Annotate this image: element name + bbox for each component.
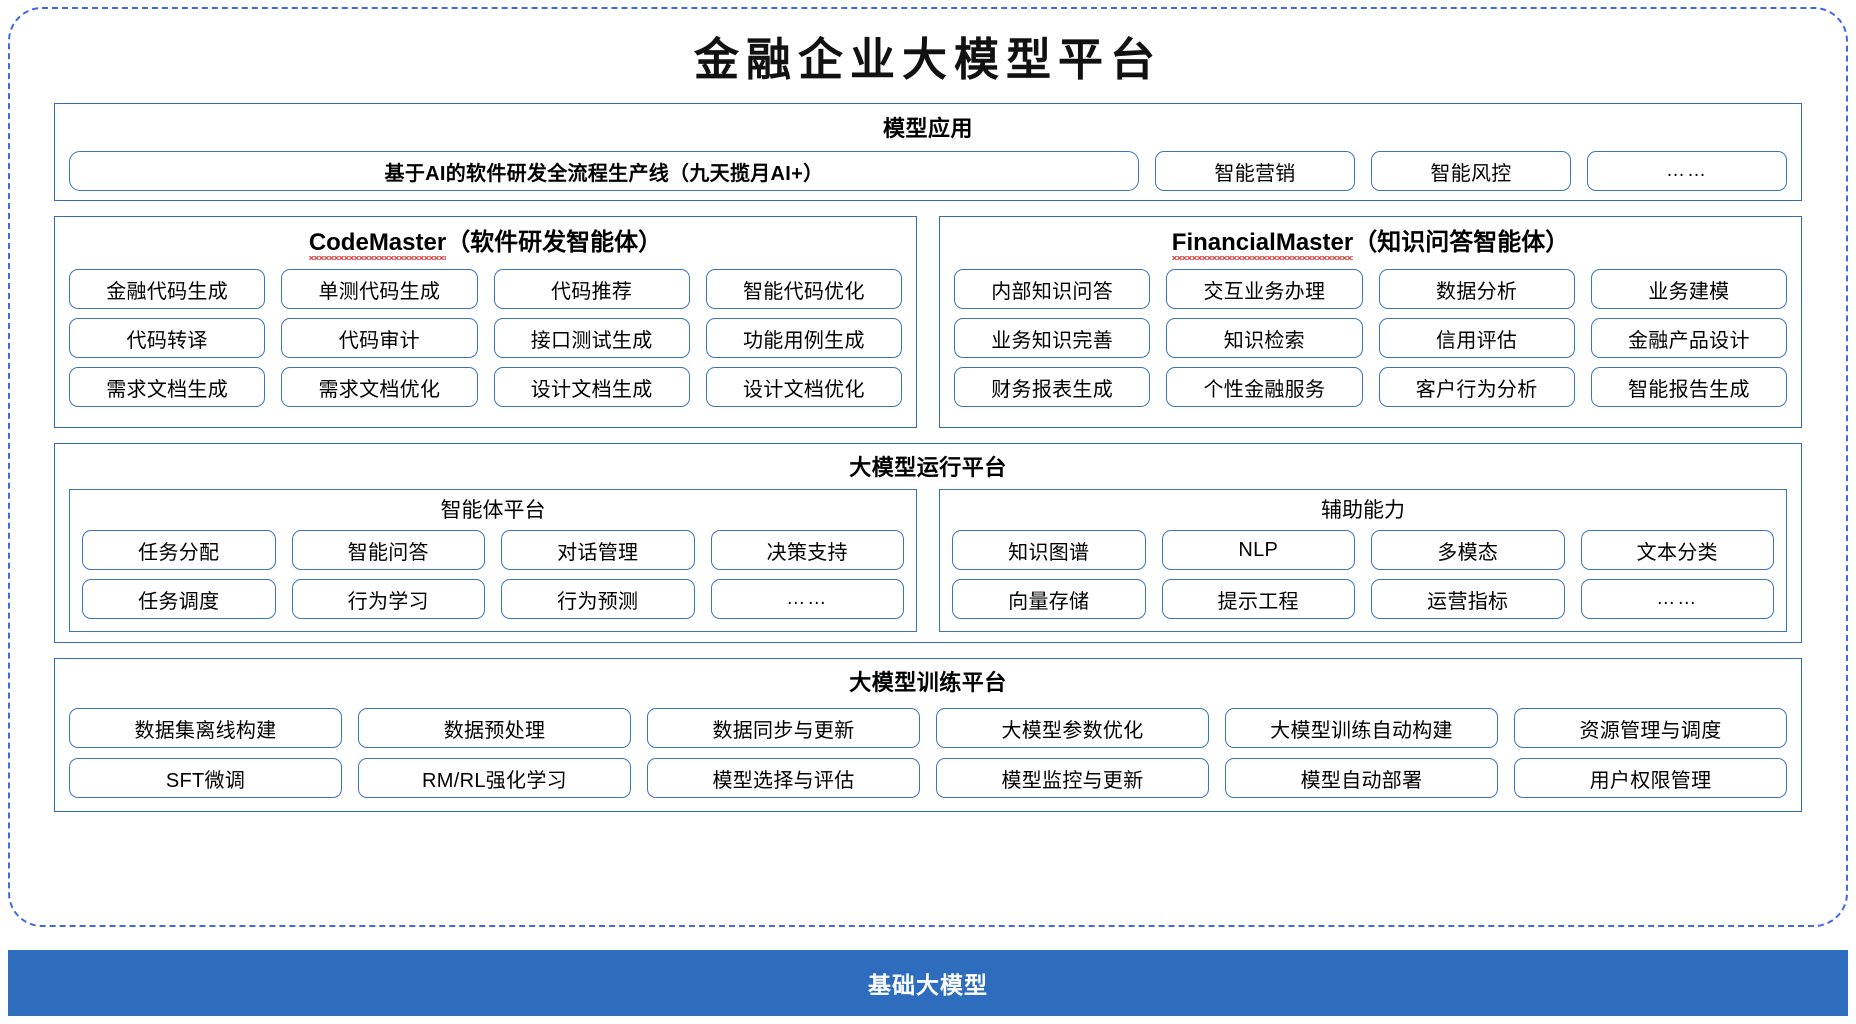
financialmaster-capability-grid: 内部知识问答 交互业务办理 数据分析 业务建模 业务知识完善 知识检索 信用评估… bbox=[954, 261, 1787, 415]
auxiliary-capability-grid: 知识图谱 NLP 多模态 文本分类 向量存储 提示工程 运营指标 …… bbox=[952, 529, 1774, 620]
tile-multimodal[interactable]: 多模态 bbox=[1371, 530, 1565, 570]
foundation-model-label: 基础大模型 bbox=[868, 972, 988, 998]
tile-task-scheduling[interactable]: 任务调度 bbox=[82, 579, 276, 619]
panel-agent-platform: 智能体平台 任务分配 智能问答 对话管理 决策支持 任务调度 行为学习 行为预测 bbox=[69, 489, 917, 632]
platform-frame: 金融企业大模型平台 模型应用 基于AI的软件研发全流程生产线（九天揽月AI+） … bbox=[8, 7, 1848, 927]
section-runtime-platform: 大模型运行平台 智能体平台 任务分配 智能问答 对话管理 决策支持 任务调度 bbox=[54, 443, 1802, 643]
tile-requirement-doc-opt[interactable]: 需求文档优化 bbox=[281, 367, 478, 407]
tile-sft-finetune[interactable]: SFT微调 bbox=[69, 758, 342, 798]
tile-rm-rl-reinforcement-learning[interactable]: RM/RL强化学习 bbox=[358, 758, 631, 798]
tile-user-permission-management[interactable]: 用户权限管理 bbox=[1514, 758, 1787, 798]
tile-design-doc-gen[interactable]: 设计文档生成 bbox=[493, 367, 690, 407]
tile-model-selection-evaluation[interactable]: 模型选择与评估 bbox=[647, 758, 920, 798]
tile-model-parameter-optimization[interactable]: 大模型参数优化 bbox=[936, 708, 1209, 748]
tile-row: 数据集离线构建 数据预处理 数据同步与更新 大模型参数优化 大模型训练自动构建 … bbox=[69, 708, 1787, 748]
tile-training-auto-build[interactable]: 大模型训练自动构建 bbox=[1225, 708, 1498, 748]
tile-resource-management-scheduling[interactable]: 资源管理与调度 bbox=[1514, 708, 1787, 748]
tile-code-translation[interactable]: 代码转译 bbox=[69, 318, 266, 358]
tile-more-auxiliary[interactable]: …… bbox=[1580, 579, 1774, 619]
tile-row: 需求文档生成 需求文档优化 设计文档生成 设计文档优化 bbox=[69, 367, 902, 407]
tile-code-recommendation[interactable]: 代码推荐 bbox=[493, 269, 690, 309]
foundation-model-bar: 基础大模型 bbox=[8, 950, 1848, 1016]
tile-internal-knowledge-qa[interactable]: 内部知识问答 bbox=[954, 269, 1151, 309]
tile-more-agent-platform[interactable]: …… bbox=[710, 579, 904, 619]
runtime-columns: 智能体平台 任务分配 智能问答 对话管理 决策支持 任务调度 行为学习 行为预测 bbox=[69, 489, 1787, 632]
tile-knowledge-retrieval[interactable]: 知识检索 bbox=[1166, 318, 1363, 358]
section-title-training-platform: 大模型训练平台 bbox=[849, 670, 1007, 695]
tile-data-sync-update[interactable]: 数据同步与更新 bbox=[647, 708, 920, 748]
tile-data-analysis[interactable]: 数据分析 bbox=[1378, 269, 1575, 309]
model-application-tile-row: 基于AI的软件研发全流程生产线（九天揽月AI+） 智能营销 智能风控 …… bbox=[69, 151, 1787, 191]
tile-operation-metrics[interactable]: 运营指标 bbox=[1371, 579, 1565, 619]
tile-nlp[interactable]: NLP bbox=[1161, 530, 1355, 570]
codemaster-capability-grid: 金融代码生成 单测代码生成 代码推荐 智能代码优化 代码转译 代码审计 接口测试… bbox=[69, 261, 902, 415]
tile-finance-code-gen[interactable]: 金融代码生成 bbox=[69, 269, 266, 309]
codemaster-name-en: CodeMaster bbox=[308, 229, 447, 260]
section-training-platform: 大模型训练平台 数据集离线构建 数据预处理 数据同步与更新 大模型参数优化 大模… bbox=[54, 658, 1802, 812]
tile-unit-test-code-gen[interactable]: 单测代码生成 bbox=[281, 269, 478, 309]
tile-behavior-prediction[interactable]: 行为预测 bbox=[501, 579, 695, 619]
tile-credit-assessment[interactable]: 信用评估 bbox=[1378, 318, 1575, 358]
tile-smart-report-gen[interactable]: 智能报告生成 bbox=[1590, 367, 1787, 407]
tile-model-auto-deployment[interactable]: 模型自动部署 bbox=[1225, 758, 1498, 798]
tile-vector-storage[interactable]: 向量存储 bbox=[952, 579, 1146, 619]
tile-row: 向量存储 提示工程 运营指标 …… bbox=[952, 579, 1774, 619]
tile-function-case-gen[interactable]: 功能用例生成 bbox=[705, 318, 902, 358]
tile-smart-risk-control[interactable]: 智能风控 bbox=[1371, 151, 1571, 191]
section-title-runtime-platform: 大模型运行平台 bbox=[849, 455, 1007, 480]
tile-personalized-finance-service[interactable]: 个性金融服务 bbox=[1166, 367, 1363, 407]
tile-row: 金融代码生成 单测代码生成 代码推荐 智能代码优化 bbox=[69, 269, 902, 309]
tile-decision-support[interactable]: 决策支持 bbox=[710, 530, 904, 570]
page-title: 金融企业大模型平台 bbox=[693, 35, 1162, 85]
tile-interactive-business-handling[interactable]: 交互业务办理 bbox=[1166, 269, 1363, 309]
tile-behavior-learning[interactable]: 行为学习 bbox=[291, 579, 485, 619]
section-agent-masters: CodeMaster（软件研发智能体） 金融代码生成 单测代码生成 代码推荐 智… bbox=[54, 216, 1802, 428]
tile-row: 财务报表生成 个性金融服务 客户行为分析 智能报告生成 bbox=[954, 367, 1787, 407]
tile-smart-qa[interactable]: 智能问答 bbox=[291, 530, 485, 570]
tile-task-allocation[interactable]: 任务分配 bbox=[82, 530, 276, 570]
tile-text-classification[interactable]: 文本分类 bbox=[1580, 530, 1774, 570]
sub-title-agent-platform: 智能体平台 bbox=[440, 499, 546, 522]
tile-smart-marketing[interactable]: 智能营销 bbox=[1155, 151, 1355, 191]
financialmaster-name-en: FinancialMaster bbox=[1171, 229, 1354, 260]
tile-business-knowledge-improve[interactable]: 业务知识完善 bbox=[954, 318, 1151, 358]
agent-platform-grid: 任务分配 智能问答 对话管理 决策支持 任务调度 行为学习 行为预测 …… bbox=[82, 529, 904, 620]
panel-auxiliary-capability: 辅助能力 知识图谱 NLP 多模态 文本分类 向量存储 提示工程 运营指标 bbox=[939, 489, 1787, 632]
tile-row: 知识图谱 NLP 多模态 文本分类 bbox=[952, 530, 1774, 570]
tile-row: 任务调度 行为学习 行为预测 …… bbox=[82, 579, 904, 619]
tile-business-modeling[interactable]: 业务建模 bbox=[1590, 269, 1787, 309]
tile-knowledge-graph[interactable]: 知识图谱 bbox=[952, 530, 1146, 570]
tile-design-doc-opt[interactable]: 设计文档优化 bbox=[705, 367, 902, 407]
tile-more-applications[interactable]: …… bbox=[1587, 151, 1787, 191]
tile-financial-product-design[interactable]: 金融产品设计 bbox=[1590, 318, 1787, 358]
tile-customer-behavior-analysis[interactable]: 客户行为分析 bbox=[1378, 367, 1575, 407]
codemaster-name-cn: （软件研发智能体） bbox=[446, 229, 663, 256]
sub-title-auxiliary-capability: 辅助能力 bbox=[1321, 499, 1405, 522]
section-model-applications: 模型应用 基于AI的软件研发全流程生产线（九天揽月AI+） 智能营销 智能风控 … bbox=[54, 103, 1802, 201]
tile-code-audit[interactable]: 代码审计 bbox=[281, 318, 478, 358]
section-title-model-applications: 模型应用 bbox=[882, 116, 973, 141]
tile-interface-test-gen[interactable]: 接口测试生成 bbox=[493, 318, 690, 358]
tile-flagship-ai-pipeline[interactable]: 基于AI的软件研发全流程生产线（九天揽月AI+） bbox=[69, 151, 1139, 191]
tile-prompt-engineering[interactable]: 提示工程 bbox=[1161, 579, 1355, 619]
tile-requirement-doc-gen[interactable]: 需求文档生成 bbox=[69, 367, 266, 407]
tile-row: SFT微调 RM/RL强化学习 模型选择与评估 模型监控与更新 模型自动部署 用… bbox=[69, 758, 1787, 798]
panel-financialmaster: FinancialMaster（知识问答智能体） 内部知识问答 交互业务办理 数… bbox=[939, 216, 1802, 428]
panel-codemaster: CodeMaster（软件研发智能体） 金融代码生成 单测代码生成 代码推荐 智… bbox=[54, 216, 917, 428]
tile-data-preprocessing[interactable]: 数据预处理 bbox=[358, 708, 631, 748]
financialmaster-name-cn: （知识问答智能体） bbox=[1353, 229, 1570, 256]
tile-dataset-offline-build[interactable]: 数据集离线构建 bbox=[69, 708, 342, 748]
tile-row: 任务分配 智能问答 对话管理 决策支持 bbox=[82, 530, 904, 570]
tile-dialog-management[interactable]: 对话管理 bbox=[501, 530, 695, 570]
panel-title-codemaster: CodeMaster（软件研发智能体） bbox=[69, 222, 902, 260]
panel-title-financialmaster: FinancialMaster（知识问答智能体） bbox=[954, 222, 1787, 260]
tile-model-monitoring-update[interactable]: 模型监控与更新 bbox=[936, 758, 1209, 798]
tile-row: 业务知识完善 知识检索 信用评估 金融产品设计 bbox=[954, 318, 1787, 358]
tile-smart-code-optimization[interactable]: 智能代码优化 bbox=[705, 269, 902, 309]
tile-row: 内部知识问答 交互业务办理 数据分析 业务建模 bbox=[954, 269, 1787, 309]
tile-row: 代码转译 代码审计 接口测试生成 功能用例生成 bbox=[69, 318, 902, 358]
tile-financial-statement-gen[interactable]: 财务报表生成 bbox=[954, 367, 1151, 407]
training-platform-grid: 数据集离线构建 数据预处理 数据同步与更新 大模型参数优化 大模型训练自动构建 … bbox=[69, 706, 1787, 800]
